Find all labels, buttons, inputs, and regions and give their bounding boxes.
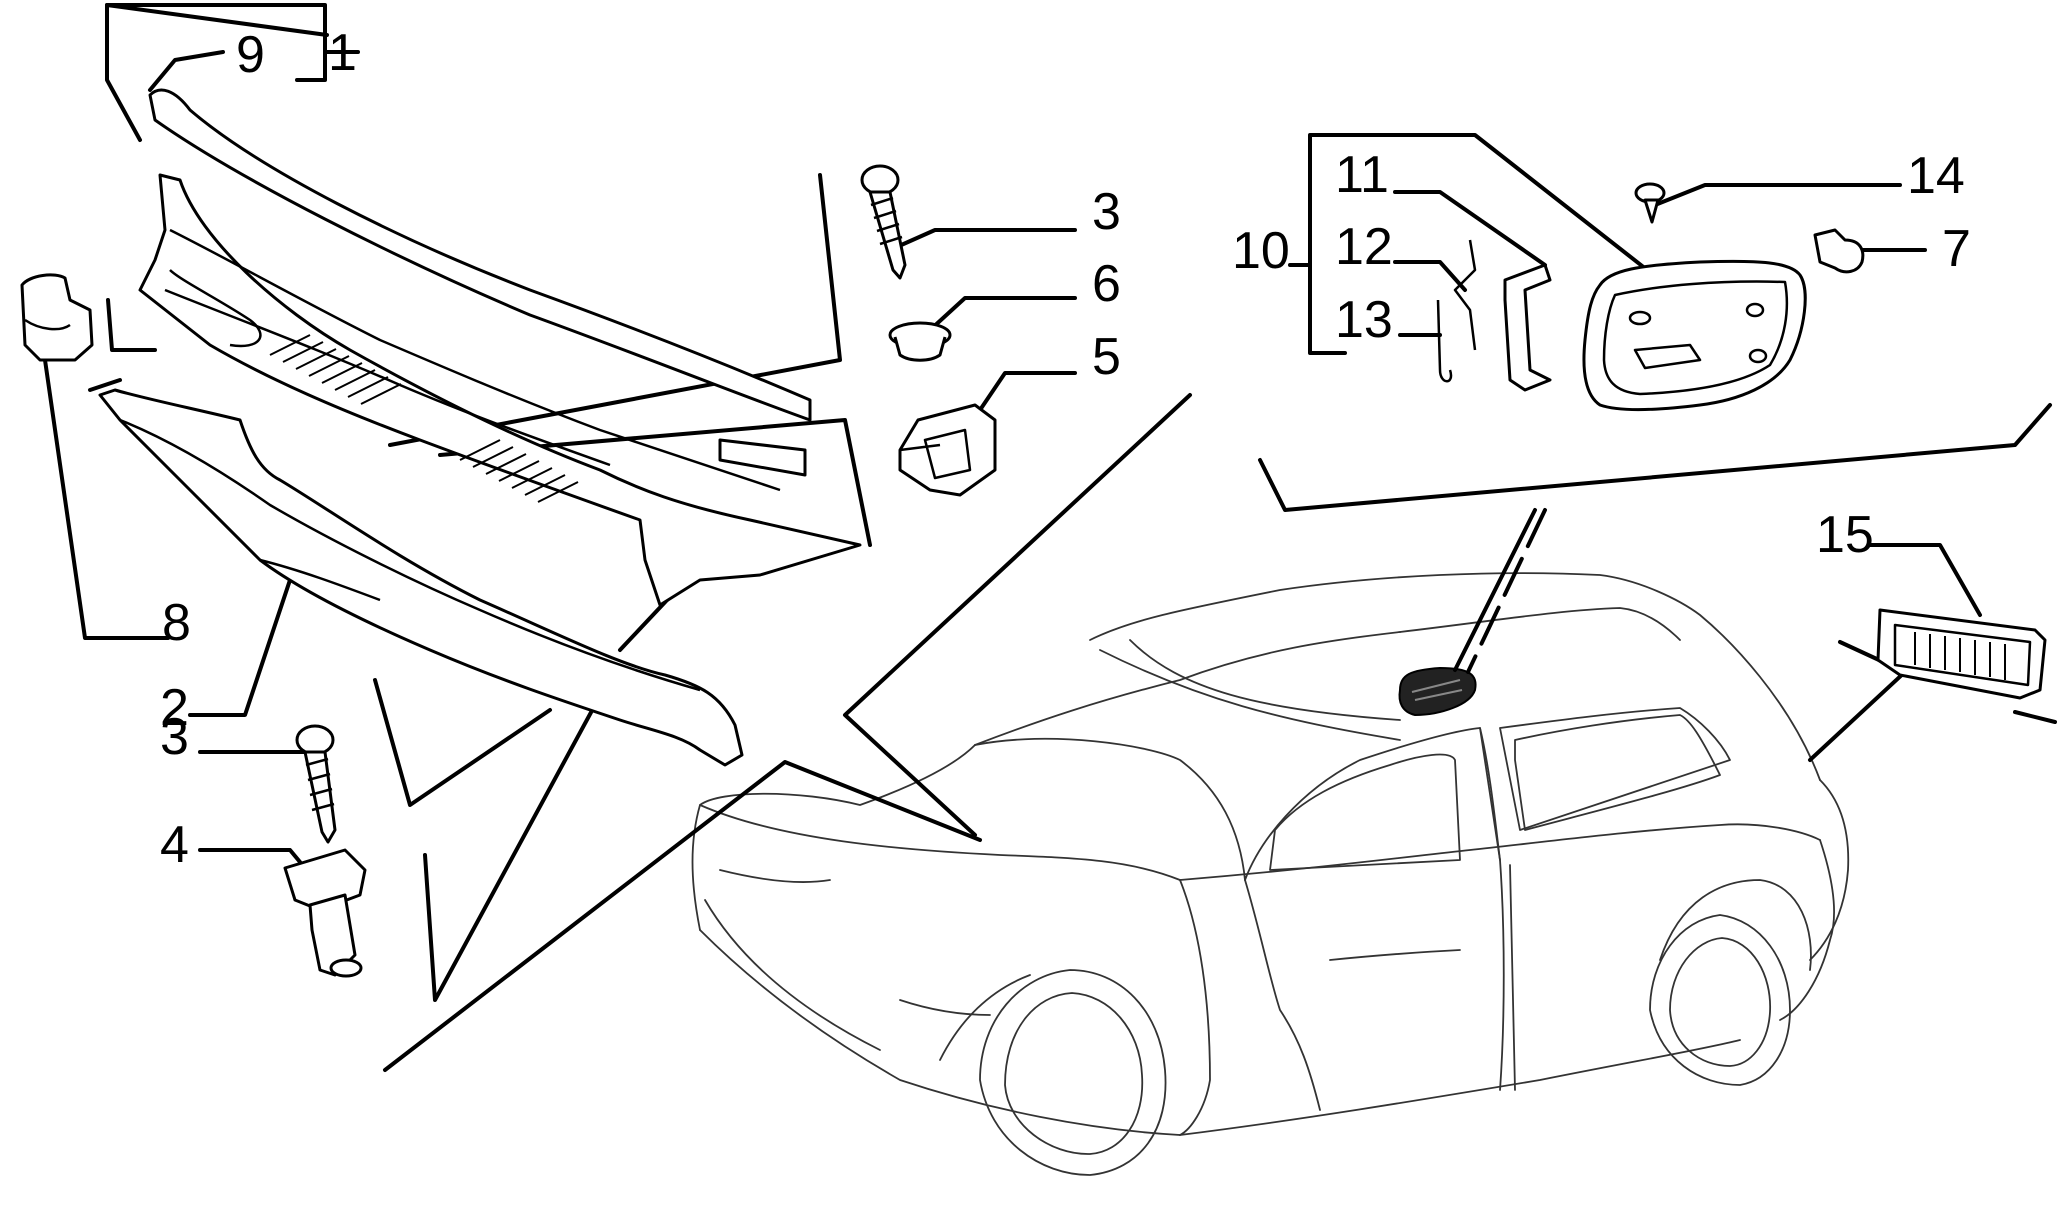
callout-2: 2	[160, 679, 189, 737]
callout-13: 13	[1335, 291, 1393, 349]
callout-14: 14	[1907, 147, 1965, 205]
callout-8: 8	[162, 594, 191, 652]
screw-icon	[1634, 182, 1666, 224]
callout-10: 10	[1232, 222, 1290, 280]
callout-9: 9	[236, 26, 265, 84]
clip-icon	[898, 403, 997, 497]
screw-icon	[860, 164, 907, 280]
interior-light-icon	[1582, 259, 1807, 412]
end-cap-icon	[20, 273, 94, 362]
cowl-crossmember-icon	[98, 388, 744, 767]
bracket-icon	[1436, 239, 1552, 392]
callout-12: 12	[1335, 218, 1393, 276]
callout-6: 6	[1092, 255, 1121, 313]
scuttle-panel-icon	[138, 88, 862, 607]
car-outline-icon	[691, 572, 1850, 1176]
grommet-icon	[888, 321, 952, 362]
clip-icon	[283, 848, 367, 978]
callout-5: 5	[1092, 328, 1121, 386]
leader-lines	[43, 3, 2057, 1072]
screw-icon	[295, 724, 337, 844]
callout-7: 7	[1942, 220, 1971, 278]
callout-11: 11	[1335, 146, 1389, 204]
callout-3-top: 3	[1092, 183, 1121, 241]
interior-light-icon	[1876, 608, 2047, 700]
roof-light-location-icon	[1398, 666, 1477, 717]
callout-3-bottom: 3	[160, 708, 189, 766]
callout-4: 4	[160, 816, 189, 874]
clip-icon	[1813, 228, 1865, 274]
callout-15: 15	[1816, 506, 1874, 564]
callout-1: 1	[328, 24, 357, 82]
